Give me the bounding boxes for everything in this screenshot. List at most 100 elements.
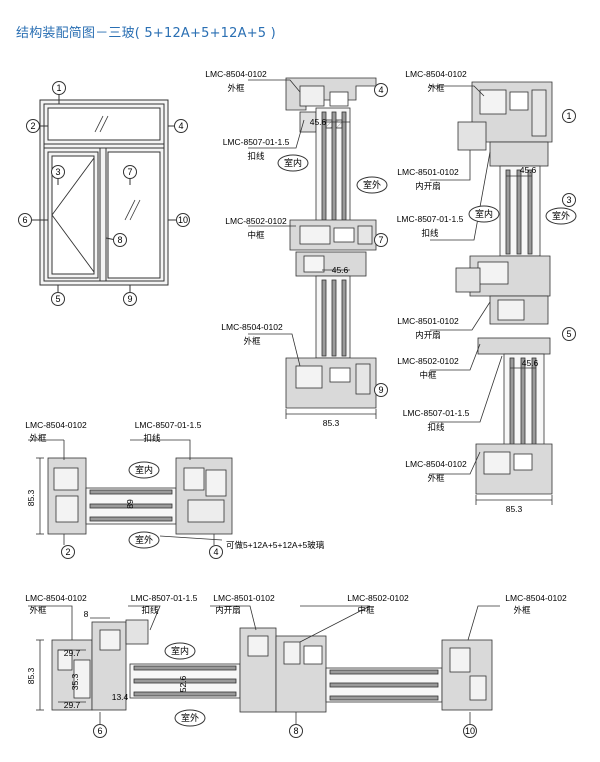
svg-text:9: 9 [127,294,132,304]
dim-35-3: 35.3 [70,673,80,690]
callout-3 [51,165,65,179]
elevation-callouts: 1 2 4 3 7 6 10 8 5 9 [18,81,190,306]
svg-text:3: 3 [55,167,60,177]
callout-5 [51,292,65,306]
callout-5-b [562,327,576,341]
label-lmc8504-b: LMC-8504-0102 [221,322,283,332]
svg-text:8: 8 [117,235,122,245]
label-lmc8502-a: LMC-8502-0102 [225,216,287,226]
label-zhongkuang-c: 中框 [357,605,375,615]
callout-9-b [374,383,388,397]
label-lmc8504-e: LMC-8504-0102 [25,420,87,430]
label-lmc8504-f: LMC-8504-0102 [25,593,87,603]
svg-text:室外: 室外 [363,179,381,190]
callout-7 [123,165,137,179]
label-waikuang-e: 外框 [29,433,47,443]
label-kouxian-e: 扣线 [141,605,159,615]
label-lmc8502-b: LMC-8502-0102 [397,356,459,366]
svg-text:2: 2 [30,121,35,131]
callout-8 [113,233,127,247]
label-neikaishan-b: 内开扇 [415,330,441,340]
page-title: 结构装配简图－三玻( 5+12A+5+12A+5 ) [16,26,276,41]
label-waikuang-f: 外框 [29,605,47,615]
svg-text:10: 10 [465,726,475,736]
vertical-section-b [430,81,553,505]
svg-text:4: 4 [213,547,218,557]
window-elevation [32,95,176,292]
dim-85-3-a: 85.3 [323,418,340,428]
svg-text:室外: 室外 [181,712,199,723]
svg-text:室内: 室内 [284,157,302,168]
svg-text:9: 9 [378,385,383,395]
callout-10 [176,213,190,227]
svg-text:6: 6 [97,726,102,736]
svg-text:7: 7 [127,167,132,177]
label-lmc8507-a: LMC-8507-01-1.5 [223,137,290,147]
callout-4-b [374,83,388,97]
callout-1-b [562,109,576,123]
label-neikaishan-c: 内开扇 [215,605,241,615]
dim-45-6-d: 45.6 [522,358,539,368]
label-neikaishan-a: 内开扇 [415,181,441,191]
dim-8: 8 [84,609,89,619]
dim-45-6-b: 45.6 [332,265,349,275]
label-kouxian-b: 扣线 [421,228,439,238]
label-lmc8502-c: LMC-8502-0102 [347,593,409,603]
svg-text:4: 4 [178,121,183,131]
dim-13-4: 13.4 [112,692,129,702]
label-lmc8507-e: LMC-8507-01-1.5 [131,593,198,603]
label-waikuang-d: 外框 [427,473,445,483]
dim-85-3-b: 85.3 [506,504,523,514]
indoor-badge-c [128,461,160,479]
dim-52-6: 52.6 [178,675,188,692]
callout-4-c [209,545,223,559]
dim-85-3-c: 85.3 [26,489,36,506]
svg-text:5: 5 [566,329,571,339]
dim-29-7-b: 29.7 [64,700,81,710]
label-kouxian-d: 扣线 [143,433,161,443]
glass-note: 可做5+12A+5+12A+5玻璃 [226,540,325,550]
callout-8-d [289,724,303,738]
label-waikuang-c: 外框 [427,83,445,93]
label-waikuang-g: 外框 [513,605,531,615]
callout-6 [18,213,32,227]
dim-29-7-a: 29.7 [64,648,81,658]
svg-text:1: 1 [56,83,61,93]
dim-45-6-a: 45.6 [310,117,327,127]
vertical-section-a [248,77,377,419]
outdoor-badge-b [545,207,577,225]
svg-text:室外: 室外 [552,210,570,221]
outdoor-badge-c [128,531,160,549]
label-lmc8504-g: LMC-8504-0102 [505,593,567,603]
svg-text:2: 2 [65,547,70,557]
label-lmc8501-a: LMC-8501-0102 [397,167,459,177]
svg-text:8: 8 [293,726,298,736]
callout-1 [52,81,66,95]
callout-2-c [61,545,75,559]
label-lmc8507-b: LMC-8507-01-1.5 [397,214,464,224]
label-waikuang-a: 外框 [227,83,245,93]
svg-text:1: 1 [566,111,571,121]
indoor-badge-b [468,205,500,223]
callout-2 [26,119,40,133]
callout-9 [123,292,137,306]
svg-text:室内: 室内 [475,208,493,219]
dim-45-6-c: 45.6 [520,165,537,175]
svg-text:6: 6 [22,215,27,225]
label-waikuang-b: 外框 [243,336,261,346]
label-zhongkuang-a: 中框 [247,230,265,240]
dim-89: 89 [125,499,135,509]
label-lmc8504-a: LMC-8504-0102 [205,69,267,79]
svg-text:5: 5 [55,294,60,304]
callout-3-b [562,193,576,207]
svg-text:室内: 室内 [135,464,153,475]
outdoor-badge-a [356,176,388,194]
callout-6-d [93,724,107,738]
label-lmc8507-d: LMC-8507-01-1.5 [135,420,202,430]
label-lmc8507-c: LMC-8507-01-1.5 [403,408,470,418]
label-lmc8501-b: LMC-8501-0102 [397,316,459,326]
label-lmc8501-c: LMC-8501-0102 [213,593,275,603]
label-lmc8504-c: LMC-8504-0102 [405,69,467,79]
